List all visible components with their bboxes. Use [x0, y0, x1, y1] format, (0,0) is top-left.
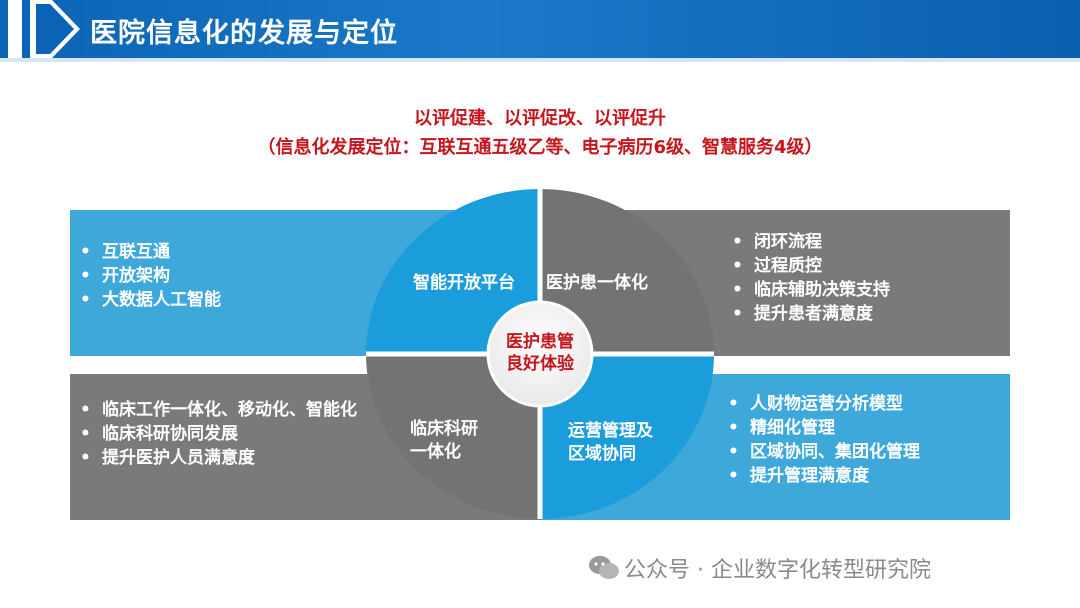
list-item: 区域协同、集团化管理 [718, 440, 1010, 464]
list-item: 提升医护人员满意度 [70, 446, 382, 470]
list-item: 精细化管理 [718, 416, 1010, 440]
label-open-platform: 智能开放平台 [413, 273, 515, 293]
positioning-text: （信息化发展定位：互联互通五级乙等、电子病历6级、智慧服务4级） [257, 137, 823, 158]
list-item: 闭环流程 [722, 230, 1010, 254]
center-label: 医护患管 良好体验 [480, 331, 600, 375]
list-item: 过程质控 [722, 254, 1010, 278]
list-item: 临床科研协同发展 [70, 422, 382, 446]
slogan: 以评促建、以评促改、以评促升 [414, 108, 666, 129]
list-item: 互联互通 [70, 240, 540, 264]
label-line: 运营管理及 [568, 421, 653, 441]
center-circle [486, 300, 594, 408]
header-bar: 医院信息化的发展与定位 [0, 0, 1080, 58]
list-item: 提升患者满意度 [722, 302, 1010, 326]
label-line: 一体化 [410, 442, 461, 462]
header-divider [0, 58, 1080, 62]
label-integration: 医护患一体化 [546, 273, 648, 293]
label-operations: 运营管理及 区域协同 [568, 420, 653, 466]
header-arrow-icon [8, 0, 80, 58]
quadrant-top-left [366, 189, 540, 354]
label-clinical-research: 临床科研 一体化 [410, 418, 478, 464]
label-line: 区域协同 [568, 444, 636, 464]
list-item: 开放架构 [70, 264, 540, 288]
center-line: 良好体验 [506, 354, 574, 374]
quadrant-bottom-right [540, 354, 714, 519]
wechat-icon [589, 556, 619, 579]
list-item: 提升管理满意度 [718, 464, 1010, 488]
list-item: 大数据人工智能 [70, 288, 540, 312]
list-item: 临床辅助决策支持 [722, 278, 1010, 302]
page-title: 医院信息化的发展与定位 [90, 18, 398, 49]
list-item: 人财物运营分析模型 [718, 392, 1010, 416]
quadrant-bottom-left [366, 354, 540, 519]
footer-watermark: 公众号 · 企业数字化转型研究院 [624, 558, 931, 583]
label-line: 临床科研 [410, 419, 478, 439]
quadrant-top-right [540, 189, 714, 354]
center-line: 医护患管 [506, 332, 574, 352]
list-item: 临床工作一体化、移动化、智能化 [70, 398, 382, 422]
